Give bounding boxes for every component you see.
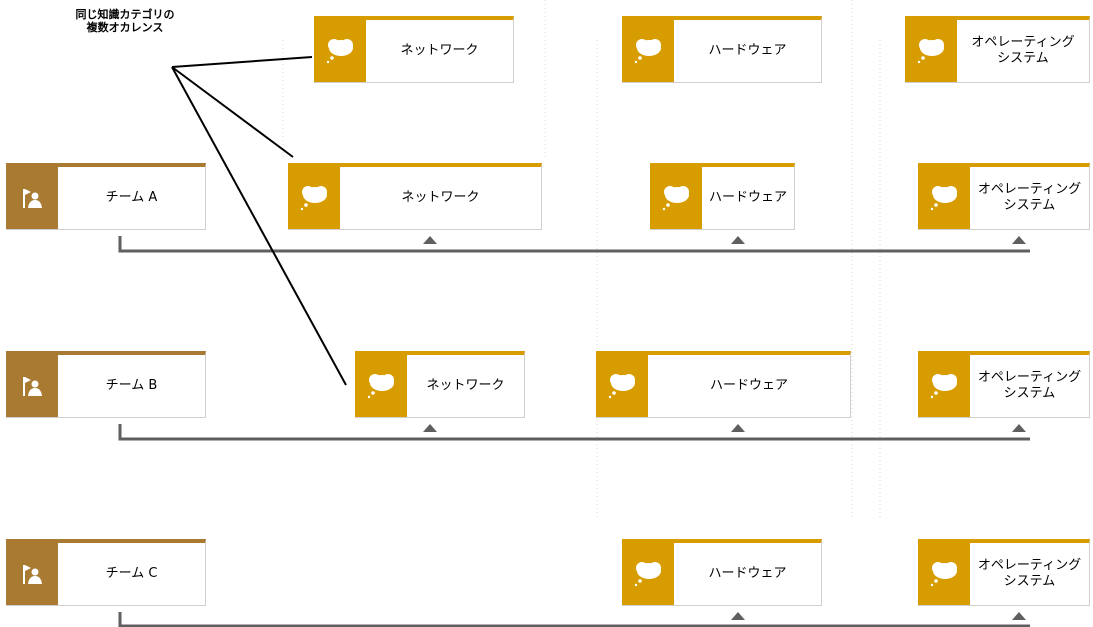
thought-bubble-icon: [355, 355, 407, 417]
connector-team-b: [118, 424, 1030, 441]
thought-bubble-icon: [622, 543, 674, 605]
thought-bubble-icon: [905, 20, 957, 82]
thought-bubble-icon: [596, 355, 648, 417]
thought-bubble-icon: [650, 167, 702, 229]
thought-bubble-icon: [918, 167, 970, 229]
team-a-node-hardware[interactable]: ハードウェア: [650, 163, 795, 230]
node-label: オペレーティング システム: [977, 369, 1082, 401]
node-label: ハードウェア: [708, 565, 787, 581]
thought-bubble-icon: [622, 20, 674, 82]
team-label: チーム B: [105, 377, 158, 393]
team-node-c[interactable]: チーム C: [6, 539, 206, 606]
team-label: チーム C: [105, 565, 158, 581]
team-icon: [6, 543, 58, 605]
top-node-os[interactable]: オペレーティング システム: [905, 16, 1090, 83]
team-node-a[interactable]: チーム A: [6, 163, 206, 230]
team-c-node-os[interactable]: オペレーティング システム: [918, 539, 1090, 606]
connector-team-a: [118, 236, 1030, 253]
connector-team-c: [118, 612, 1030, 627]
node-label: ハードウェア: [708, 42, 787, 58]
node-label: オペレーティング システム: [971, 34, 1075, 66]
top-node-hardware[interactable]: ハードウェア: [622, 16, 822, 83]
thought-bubble-icon: [314, 20, 366, 82]
top-node-network[interactable]: ネットワーク: [314, 16, 514, 83]
thought-bubble-icon: [918, 355, 970, 417]
team-b-node-hardware[interactable]: ハードウェア: [596, 351, 851, 418]
thought-bubble-icon: [918, 543, 970, 605]
node-label: ハードウェア: [709, 377, 788, 393]
node-label: ネットワーク: [426, 377, 505, 393]
team-a-node-network[interactable]: ネットワーク: [288, 163, 542, 230]
team-icon: [6, 355, 58, 417]
node-label: オペレーティング システム: [977, 557, 1082, 589]
callout-pointer-lines: [171, 56, 347, 386]
team-label: チーム A: [105, 189, 158, 205]
team-b-node-network[interactable]: ネットワーク: [355, 351, 525, 418]
thought-bubble-icon: [288, 167, 340, 229]
team-icon: [6, 167, 58, 229]
team-c-node-hardware[interactable]: ハードウェア: [622, 539, 822, 606]
team-node-b[interactable]: チーム B: [6, 351, 206, 418]
node-label: ネットワーク: [400, 42, 479, 58]
team-a-node-os[interactable]: オペレーティング システム: [918, 163, 1090, 230]
node-label: オペレーティング システム: [977, 181, 1082, 213]
team-b-node-os[interactable]: オペレーティング システム: [918, 351, 1090, 418]
node-label: ネットワーク: [401, 189, 480, 205]
node-label: ハードウェア: [708, 189, 787, 205]
callout-label: 同じ知識カテゴリの 複数オカレンス: [75, 8, 175, 35]
